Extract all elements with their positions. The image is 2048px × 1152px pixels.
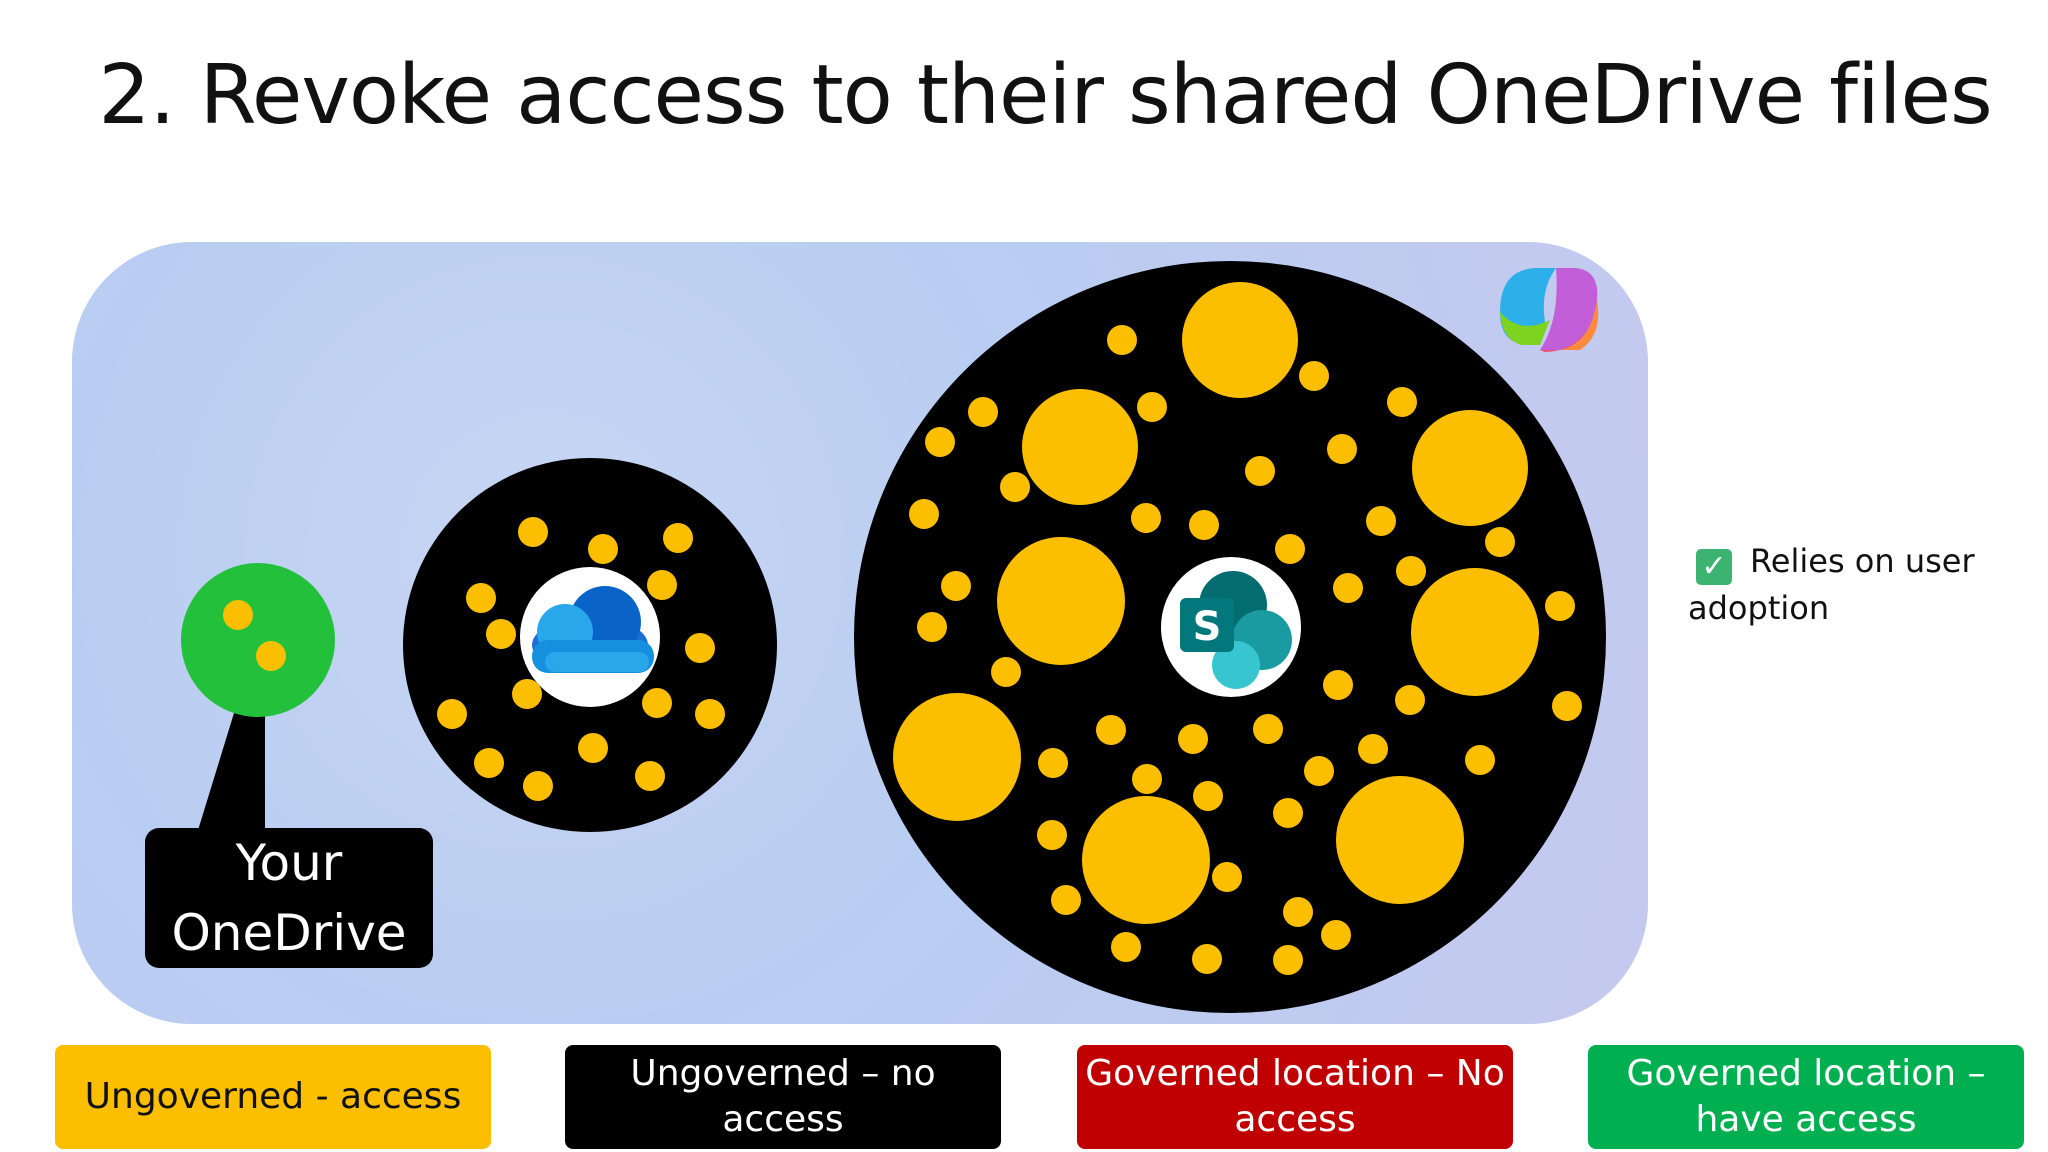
file-dot (1366, 506, 1396, 536)
your-onedrive-label: Your OneDrive (145, 828, 433, 968)
callout-line-2: OneDrive (171, 904, 407, 962)
file-dot (437, 699, 467, 729)
file-dot (1212, 862, 1242, 892)
file-dot (647, 570, 677, 600)
sharepoint-letter: S (1193, 604, 1222, 650)
file-dot (578, 733, 608, 763)
file-dot (968, 397, 998, 427)
your-onedrive-circle (181, 563, 335, 717)
callout-line-1: Your (235, 834, 343, 892)
legend-governed-have-access: Governed location – have access (1588, 1045, 2024, 1149)
file-dot (1333, 573, 1363, 603)
file-dot (909, 499, 939, 529)
file-dot (466, 583, 496, 613)
legend-label: Governed location – have access (1626, 1053, 1986, 1140)
file-dot (1275, 534, 1305, 564)
file-dot (1396, 556, 1426, 586)
file-dot (1132, 764, 1162, 794)
file-dot (1273, 945, 1303, 975)
legend-label: Governed location – No access (1085, 1053, 1505, 1140)
file-dot (518, 517, 548, 547)
legend-governed-no-access: Governed location – No access (1077, 1045, 1513, 1149)
file-dot (1323, 670, 1353, 700)
file-dot (685, 633, 715, 663)
file-dot (642, 688, 672, 718)
file-dot (991, 657, 1021, 687)
legend-label: Ungoverned – no access (630, 1053, 936, 1140)
file-dot (1245, 456, 1275, 486)
file-dot (925, 427, 955, 457)
file-dot (1412, 410, 1528, 526)
file-dot (1051, 885, 1081, 915)
file-dot (1038, 748, 1068, 778)
file-dot (917, 612, 947, 642)
file-dot (474, 748, 504, 778)
file-dot (486, 619, 516, 649)
file-dot (1037, 820, 1067, 850)
onedrive-cloud-icon (532, 586, 654, 673)
file-dot (588, 534, 618, 564)
file-dot (1545, 591, 1575, 621)
file-dot (635, 761, 665, 791)
callout-pointer (195, 700, 265, 840)
check-box-icon: ✓ (1696, 549, 1732, 585)
file-dot (1387, 387, 1417, 417)
file-dot (1253, 714, 1283, 744)
file-dot (1395, 685, 1425, 715)
file-dot (1131, 503, 1161, 533)
slide-title: 2. Revoke access to their shared OneDriv… (98, 48, 1992, 143)
file-dot (1321, 920, 1351, 950)
file-dot (1096, 715, 1126, 745)
file-dot (1082, 796, 1210, 924)
file-dot (223, 600, 253, 630)
file-dot (1304, 756, 1334, 786)
file-dot (1137, 392, 1167, 422)
file-dot (695, 699, 725, 729)
file-dot (1111, 932, 1141, 962)
file-dot (1192, 944, 1222, 974)
sharepoint-dots (893, 282, 1582, 975)
file-dot (1552, 691, 1582, 721)
file-dot (1485, 527, 1515, 557)
adoption-note: ✓Relies on user adoption (1688, 538, 2008, 631)
file-dot (1107, 325, 1137, 355)
file-dot (997, 537, 1125, 665)
file-dot (256, 641, 286, 671)
file-dot (1411, 568, 1539, 696)
file-dot (1000, 472, 1030, 502)
sharepoint-logo-icon: S (1180, 571, 1292, 689)
note-text: Relies on user adoption (1688, 542, 1975, 627)
file-dot (512, 679, 542, 709)
file-dot (1358, 734, 1388, 764)
file-dot (523, 771, 553, 801)
file-dot (1283, 897, 1313, 927)
file-dot (663, 523, 693, 553)
file-dot (1299, 361, 1329, 391)
file-dot (1336, 776, 1464, 904)
file-dot (1189, 510, 1219, 540)
legend-ungoverned-no-access: Ungoverned – no access (565, 1045, 1001, 1149)
file-dot (1182, 282, 1298, 398)
onedrive-dots (437, 517, 725, 801)
file-dot (1193, 781, 1223, 811)
file-dot (1273, 798, 1303, 828)
file-dot (1327, 434, 1357, 464)
file-dot (893, 693, 1021, 821)
copilot-logo-icon (1500, 268, 1599, 352)
file-dot (1022, 389, 1138, 505)
callout-box (145, 828, 433, 968)
file-dot (1178, 724, 1208, 754)
legend-label: Ungoverned - access (84, 1076, 462, 1117)
legend-ungoverned-access: Ungoverned - access (55, 1045, 491, 1149)
file-dot (941, 571, 971, 601)
file-dot (1465, 745, 1495, 775)
